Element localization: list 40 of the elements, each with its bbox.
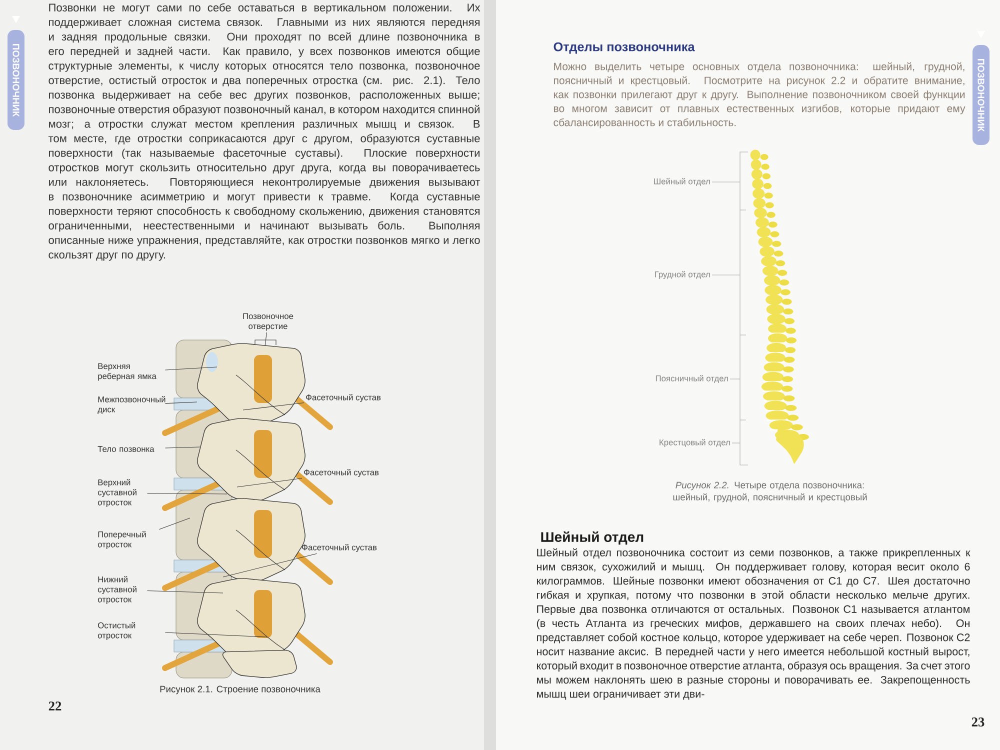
page-number: 22 [48, 702, 62, 710]
leader-line [264, 332, 267, 346]
part-label: Фасеточный сустав [304, 469, 379, 477]
page-number: 23 [972, 718, 984, 726]
part-label: Позвоночное отверстие [243, 313, 294, 331]
caption: Рисунок 2.1. Строение позвоночника [160, 686, 320, 694]
leader-line [732, 442, 740, 444]
part-label: Поперечный отросток [98, 531, 146, 549]
part-label: Фасеточный сустав [306, 394, 381, 402]
leader-line [730, 378, 740, 380]
part-label: Верхняя реберная ямка [98, 363, 156, 381]
leader-line [222, 553, 318, 578]
leader-line [146, 590, 224, 594]
part-label: Межпозвоночный диск [98, 396, 166, 414]
side-tab: ПОЗВОНОЧНИК [8, 16, 24, 130]
part-label: Тело позвонка [98, 446, 154, 452]
leader-line [158, 518, 190, 530]
leader-line [164, 446, 200, 448]
leader-line [146, 492, 228, 494]
heading: Отделы позвоночника [554, 42, 695, 54]
part-label: Нижний суставной отросток [98, 576, 136, 604]
leader-line [164, 632, 268, 638]
leader-line [242, 402, 304, 410]
caption: Рисунок 2.2. Четыре отдела позвоночника: шейный, грудной, поясничный и крестцовый [673, 482, 867, 502]
part-label: Шейный отдел [654, 178, 710, 186]
side-tab: ПОЗВОНОЧНИК [972, 31, 990, 145]
part-label: Фасеточный сустав [302, 544, 377, 552]
part-label: Поясничный отдел [656, 375, 728, 383]
paragraph: Позвонки не могут сами по себе оставаться в вертикальном положении. Их поддерживает сложная система связок. Главными из них являются передняя и задняя продольные связки. Они проходят по всей длине позвоночника в его передней и задней части. Как правило, у всех позвонков имеются общие структурные элементы, к числу которых относятся тело позвонка, позвоночное отверстие, остистый отросток и два поперечных отростка (см. рис. 2.1). Тело позвонка выдерживает на себе вес других позвонков, расположенных выше; позвоночные отверстия образуют позвоночный канал, в котором находится спинной мозг; а отростки служат местом крепления различных мышц и связок. В том месте, где отростки соприкасаются друг с другом, образуются суставные поверхности (так называемые фасеточные суставы). Плоские поверхности отростков могут скользить относительно друг друга, когда вы поворачиваетесь или наклоняетесь. Повторяющиеся неконтролируемые движения вызывают в позвоночнике асимметрию и могут привести к травме. Когда суставные поверхности теряют способность к свободному скольжению, движения становятся ограниченными, неестественными и начинают вызывать боль. Выполняя описанные ниже упражнения, представляйте, как отростки позвонков мягко и легко скользят друг по другу. [48, 3, 480, 261]
heading: Шейный отдел [541, 531, 644, 545]
leader-line [236, 478, 302, 488]
part-label: Крестцовый отдел [660, 439, 730, 447]
leader-line [164, 366, 218, 370]
leader-line [712, 274, 740, 276]
part-label: Остистый отросток [98, 622, 136, 640]
leader-line [164, 402, 198, 404]
paragraph: Можно выделить четыре основных отдела позвоночника: шейный, грудной, поясничный и крестцовый. Посмотрите на рисунок 2.2 и обратите внимание, как позвонки прилегают друг к другу. Выполнение позвоночником своей функции во многом зависит от плавных естественных изгибов, которые придают ему сбалансированность и стабильность. [554, 62, 966, 128]
part-label: Грудной отдел [655, 271, 710, 279]
part-label: Верхний суставной отросток [98, 479, 136, 507]
paragraph: Шейный отдел позвоночника состоит из семи позвонков, а также прикрепленных к ним связок, сухожилий и мышц. Он поддерживает голову, которая весит около 6 килограммов. Шейные позвонки имеют обозначения от C1 до C7. Шея достаточно гибкая и хрупкая, потому что позвонки в этой области несколько мельче других. Первые два позвонка отличаются от остальных. Позвонок C1 называется атлантом (в честь Атланта из греческих мифов, державшего на своих плечах небо). Он представляет собой костное кольцо, которое удерживает на себе череп. Позвонок C2 носит название аксис. В передней части у него имеется небольшой костный вырост, который входит в позвоночное отверстие атланта, образуя ось вращения. За счет этого мы можем наклонять шею в разные стороны и поворачивать ее. Закрепощенность мышц шеи ограничивает эти дви- [536, 548, 970, 700]
